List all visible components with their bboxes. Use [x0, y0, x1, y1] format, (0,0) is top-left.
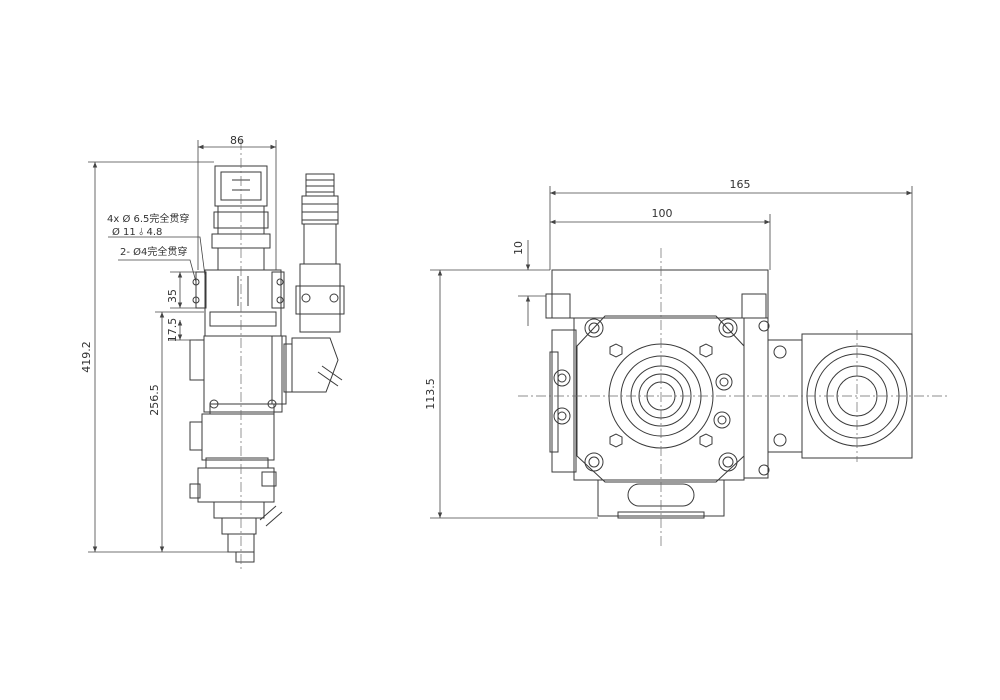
dim-lower-height: 256.5	[148, 384, 161, 416]
dim-hole-spacing: 35	[166, 289, 179, 303]
dim-width-side: 86	[230, 134, 244, 147]
hole-note-3: 2- Ø4完全贯穿	[120, 245, 187, 258]
dim-hole-offset: 17.5	[166, 318, 179, 343]
side-view	[189, 165, 345, 563]
front-dimensions	[430, 186, 913, 519]
dim-total-height: 419.2	[80, 341, 93, 373]
hole-note-1: 4x Ø 6.5完全贯穿	[107, 212, 189, 225]
side-dimensions	[88, 140, 277, 553]
dim-body-width: 100	[652, 207, 673, 220]
hole-note-2: Ø 11 ⫰ 4.8	[112, 226, 162, 238]
dim-top-offset: 10	[512, 241, 525, 255]
dim-front-height: 113.5	[424, 378, 437, 410]
front-centerlines	[518, 248, 948, 548]
dim-overall-width: 165	[730, 178, 751, 191]
